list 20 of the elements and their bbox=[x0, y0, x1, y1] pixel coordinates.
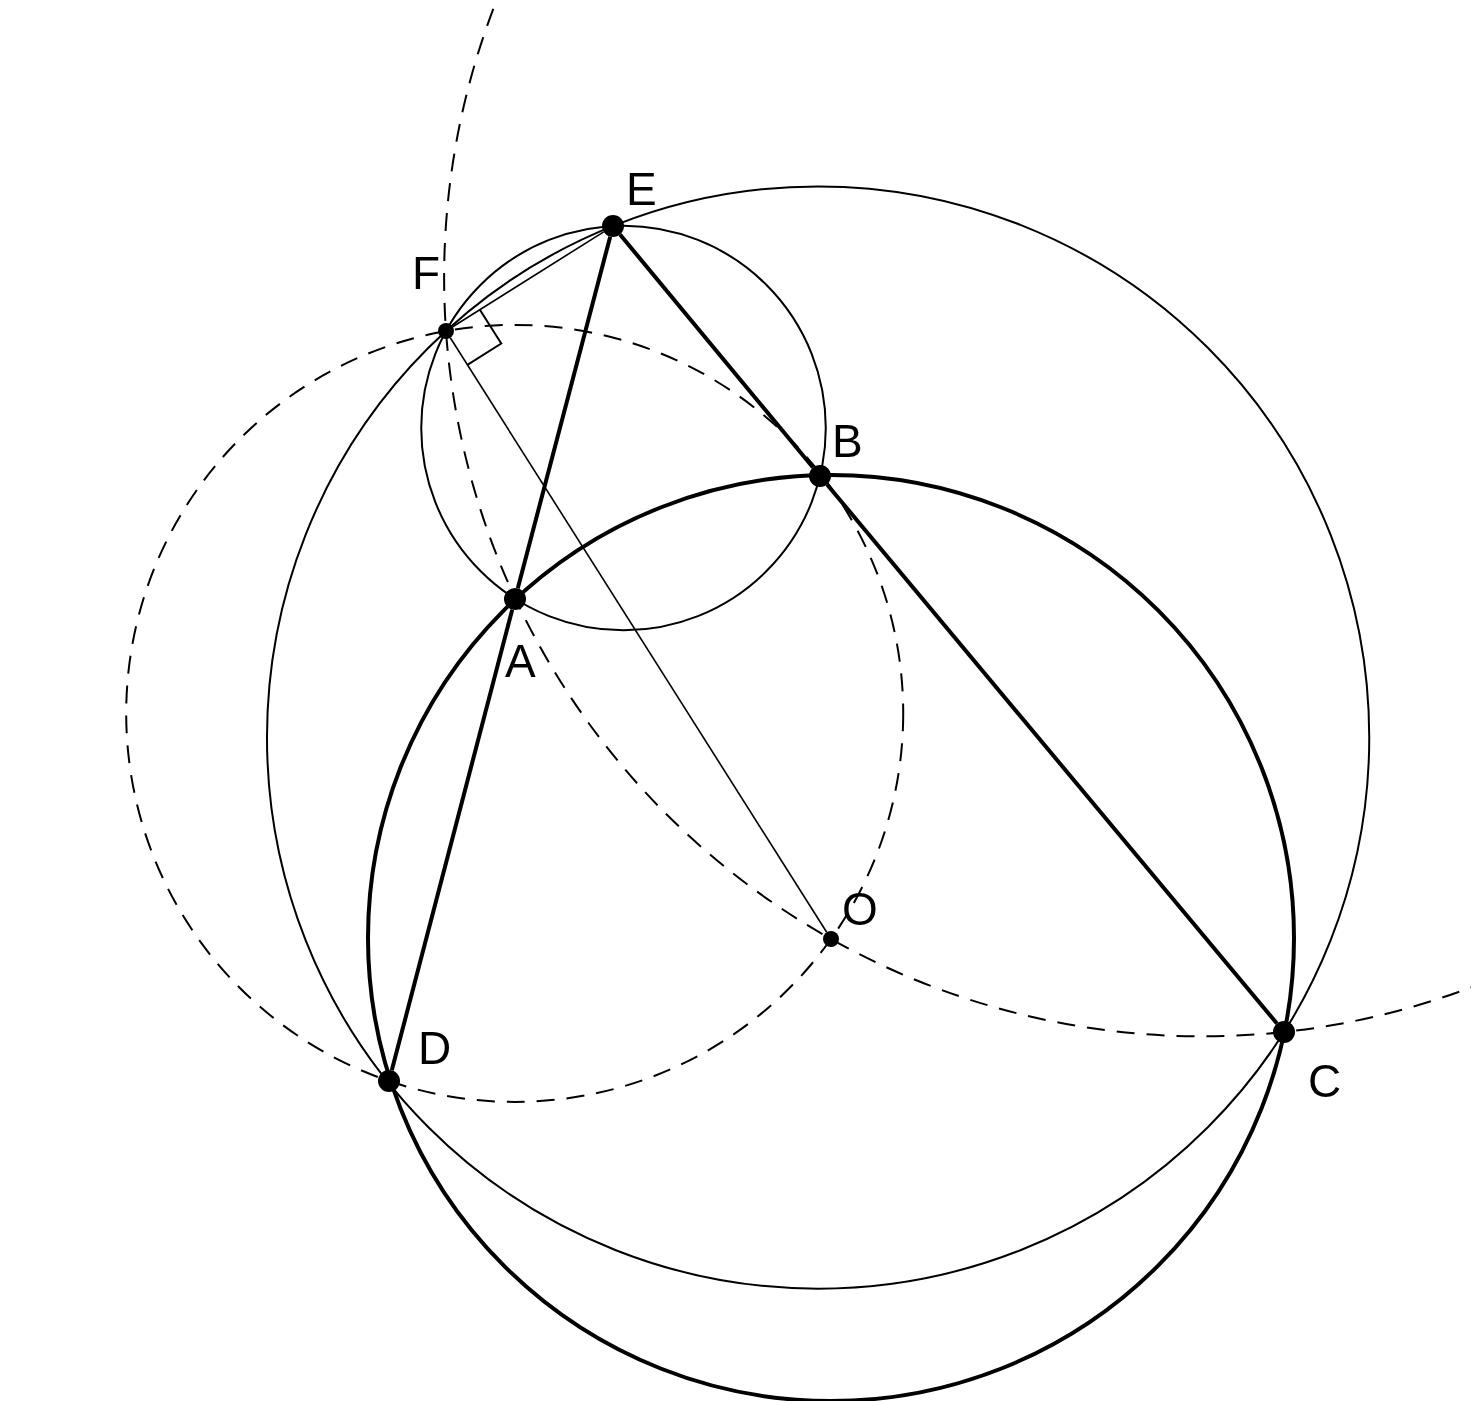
line-segment bbox=[825, 483, 1279, 1025]
line-segment bbox=[451, 231, 605, 328]
point-label: F bbox=[412, 250, 441, 296]
point-label: A bbox=[505, 638, 536, 684]
line-segment bbox=[515, 236, 613, 589]
point-label: C bbox=[1308, 1058, 1342, 1104]
point-dot bbox=[602, 215, 624, 237]
point-dot bbox=[1273, 1021, 1295, 1043]
point-label: D bbox=[418, 1025, 452, 1071]
point-dot bbox=[504, 588, 526, 610]
point-dot bbox=[438, 323, 454, 339]
point-label: E bbox=[626, 166, 657, 212]
line-segment bbox=[618, 233, 815, 469]
point-dot bbox=[809, 465, 831, 487]
line-segment bbox=[389, 609, 515, 1071]
point-dot bbox=[823, 931, 839, 947]
line-segment bbox=[449, 336, 828, 934]
point-label: O bbox=[842, 886, 878, 932]
point-dot bbox=[378, 1070, 400, 1092]
point-label: B bbox=[832, 418, 863, 464]
